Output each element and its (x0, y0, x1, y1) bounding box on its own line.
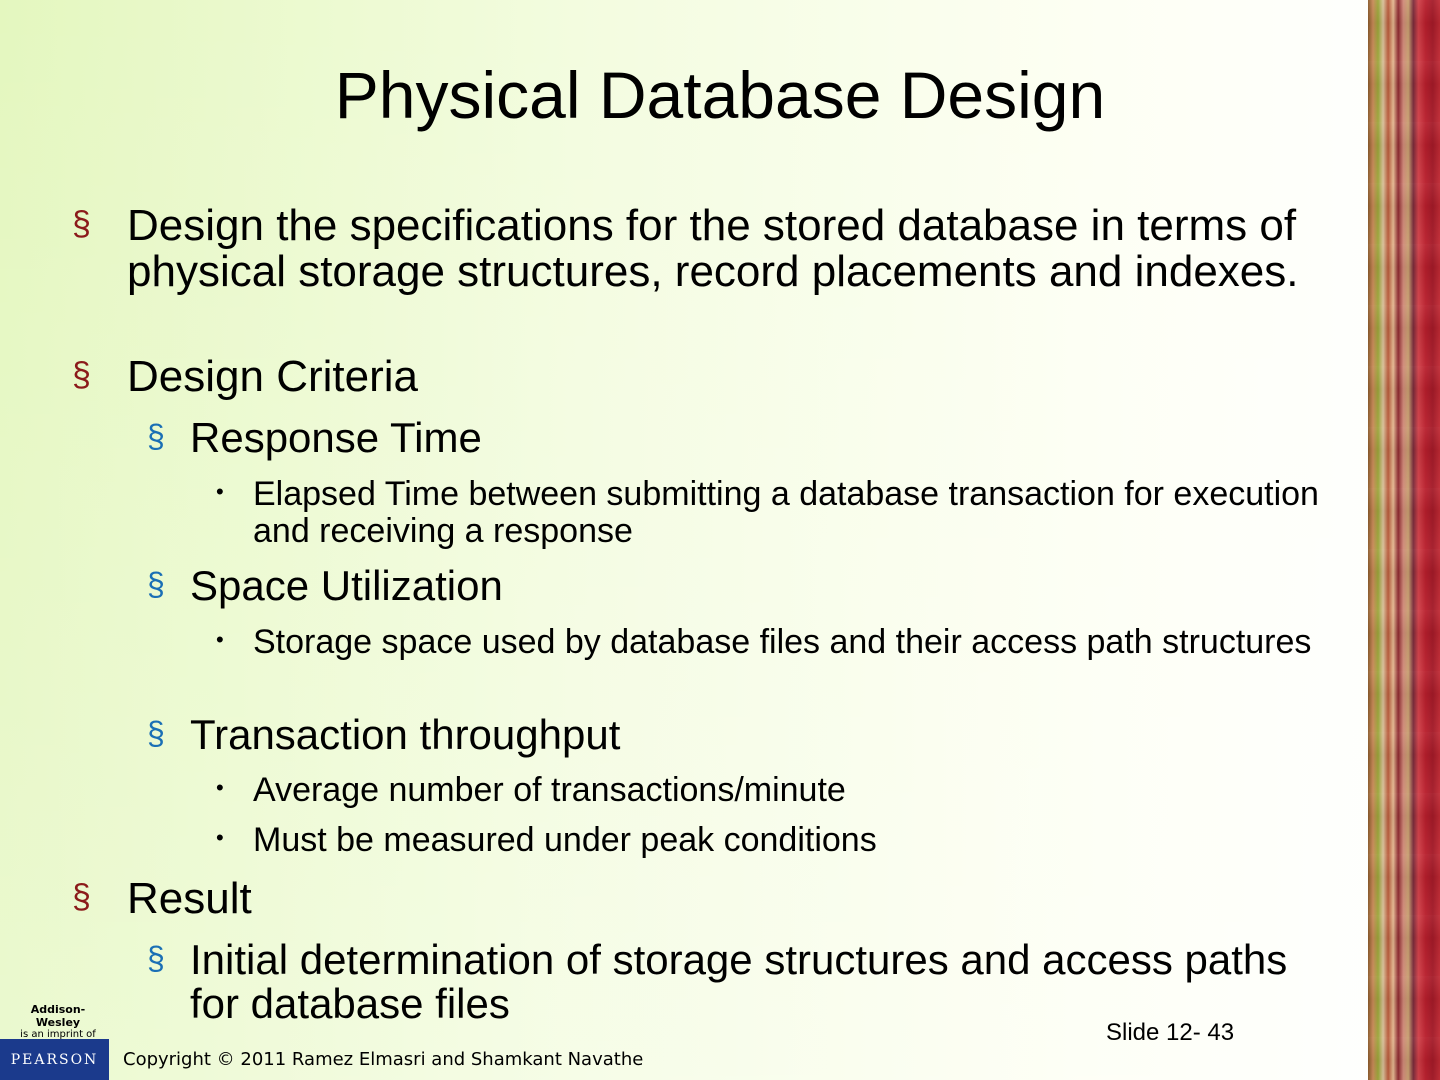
bullet-text: Design Criteria (127, 352, 418, 401)
publisher-name: Addison-Wesley (30, 1003, 86, 1029)
section-bullet-icon: § (147, 566, 165, 602)
section-bullet-icon: § (72, 878, 91, 916)
addison-wesley-logo: Addison-Wesley is an imprint of (10, 1003, 106, 1041)
bullet-text: Storage space used by database files and… (253, 623, 1312, 661)
slide-title: Physical Database Design (334, 58, 1106, 132)
bullet-text: Response Time (190, 414, 482, 461)
bullet-text: Elapsed Time between submitting a databa… (253, 475, 1319, 550)
bullet-text: Result (127, 874, 252, 923)
dot-bullet-icon: • (216, 627, 224, 652)
decorative-side-stripe (1368, 0, 1440, 1080)
dot-bullet-icon: • (216, 479, 224, 504)
section-bullet-icon: § (147, 418, 165, 454)
section-bullet-icon: § (147, 940, 165, 976)
section-bullet-icon: § (72, 205, 91, 243)
dot-bullet-icon: • (216, 825, 224, 850)
bullet-text: Average number of transactions/minute (253, 771, 846, 809)
bullet-text: Transaction throughput (190, 711, 621, 758)
bullet-text: Design the specifications for the stored… (127, 201, 1299, 296)
pearson-logo: PEARSON (0, 1039, 109, 1080)
copyright-notice: Copyright © 2011 Ramez Elmasri and Shamk… (123, 1049, 644, 1070)
bullet-text: Must be measured under peak conditions (253, 821, 877, 859)
dot-bullet-icon: • (216, 775, 224, 800)
publisher-imprint: is an imprint of (20, 1029, 96, 1040)
section-bullet-icon: § (72, 356, 91, 394)
bullet-text: Space Utilization (190, 562, 503, 609)
bullet-text: Initial determination of storage structu… (190, 936, 1288, 1027)
slide-number: Slide 12- 43 (1106, 1019, 1235, 1046)
section-bullet-icon: § (147, 715, 165, 751)
